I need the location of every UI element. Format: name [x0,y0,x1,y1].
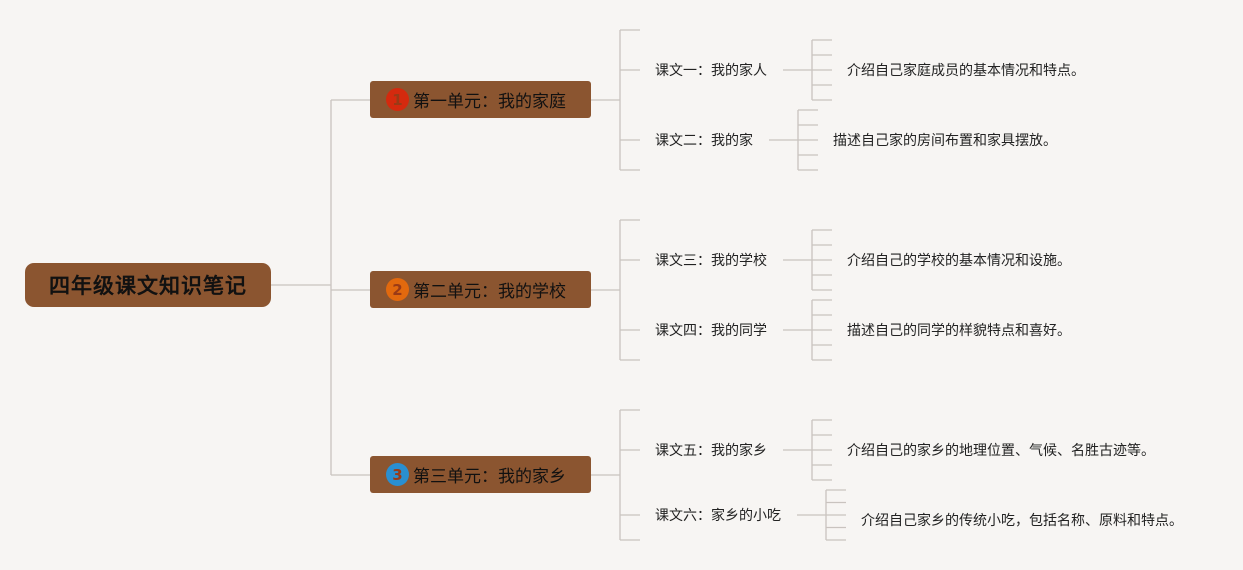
unit-label-3: 第三单元：我的家乡 [413,467,566,487]
lesson-label-2[interactable]: 课文二：我的家 [655,133,753,149]
desc-label-2[interactable]: 描述自己家的房间布置和家具摆放。 [833,133,1057,149]
lesson-label-1[interactable]: 课文一：我的家人 [655,63,767,79]
desc-label-6[interactable]: 介绍自己家乡的传统小吃，包括名称、原料和特点。 [861,513,1183,529]
lesson-label-4[interactable]: 课文四：我的同学 [655,323,767,339]
unit-label-1: 第一单元：我的家庭 [413,92,566,112]
desc-label-4[interactable]: 描述自己的同学的样貌特点和喜好。 [847,323,1071,339]
unit-badge-2: 2 [386,278,409,301]
unit-node-1[interactable]: 1 第一单元：我的家庭 [370,81,591,118]
lesson-label-3[interactable]: 课文三：我的学校 [655,253,767,269]
root-label: 四年级课文知识笔记 [49,274,247,298]
desc-label-1[interactable]: 介绍自己家庭成员的基本情况和特点。 [847,63,1085,79]
lesson-label-5[interactable]: 课文五：我的家乡 [655,443,767,459]
root-node[interactable]: 四年级课文知识笔记 [25,263,271,307]
unit-label-2: 第二单元：我的学校 [413,282,566,302]
desc-label-3[interactable]: 介绍自己的学校的基本情况和设施。 [847,253,1071,269]
unit-node-2[interactable]: 2 第二单元：我的学校 [370,271,591,308]
lesson-label-6[interactable]: 课文六：家乡的小吃 [655,508,781,524]
desc-label-5[interactable]: 介绍自己的家乡的地理位置、气候、名胜古迹等。 [847,443,1155,459]
unit-node-3[interactable]: 3 第三单元：我的家乡 [370,456,591,493]
unit-badge-3: 3 [386,463,409,486]
unit-badge-1: 1 [386,88,409,111]
